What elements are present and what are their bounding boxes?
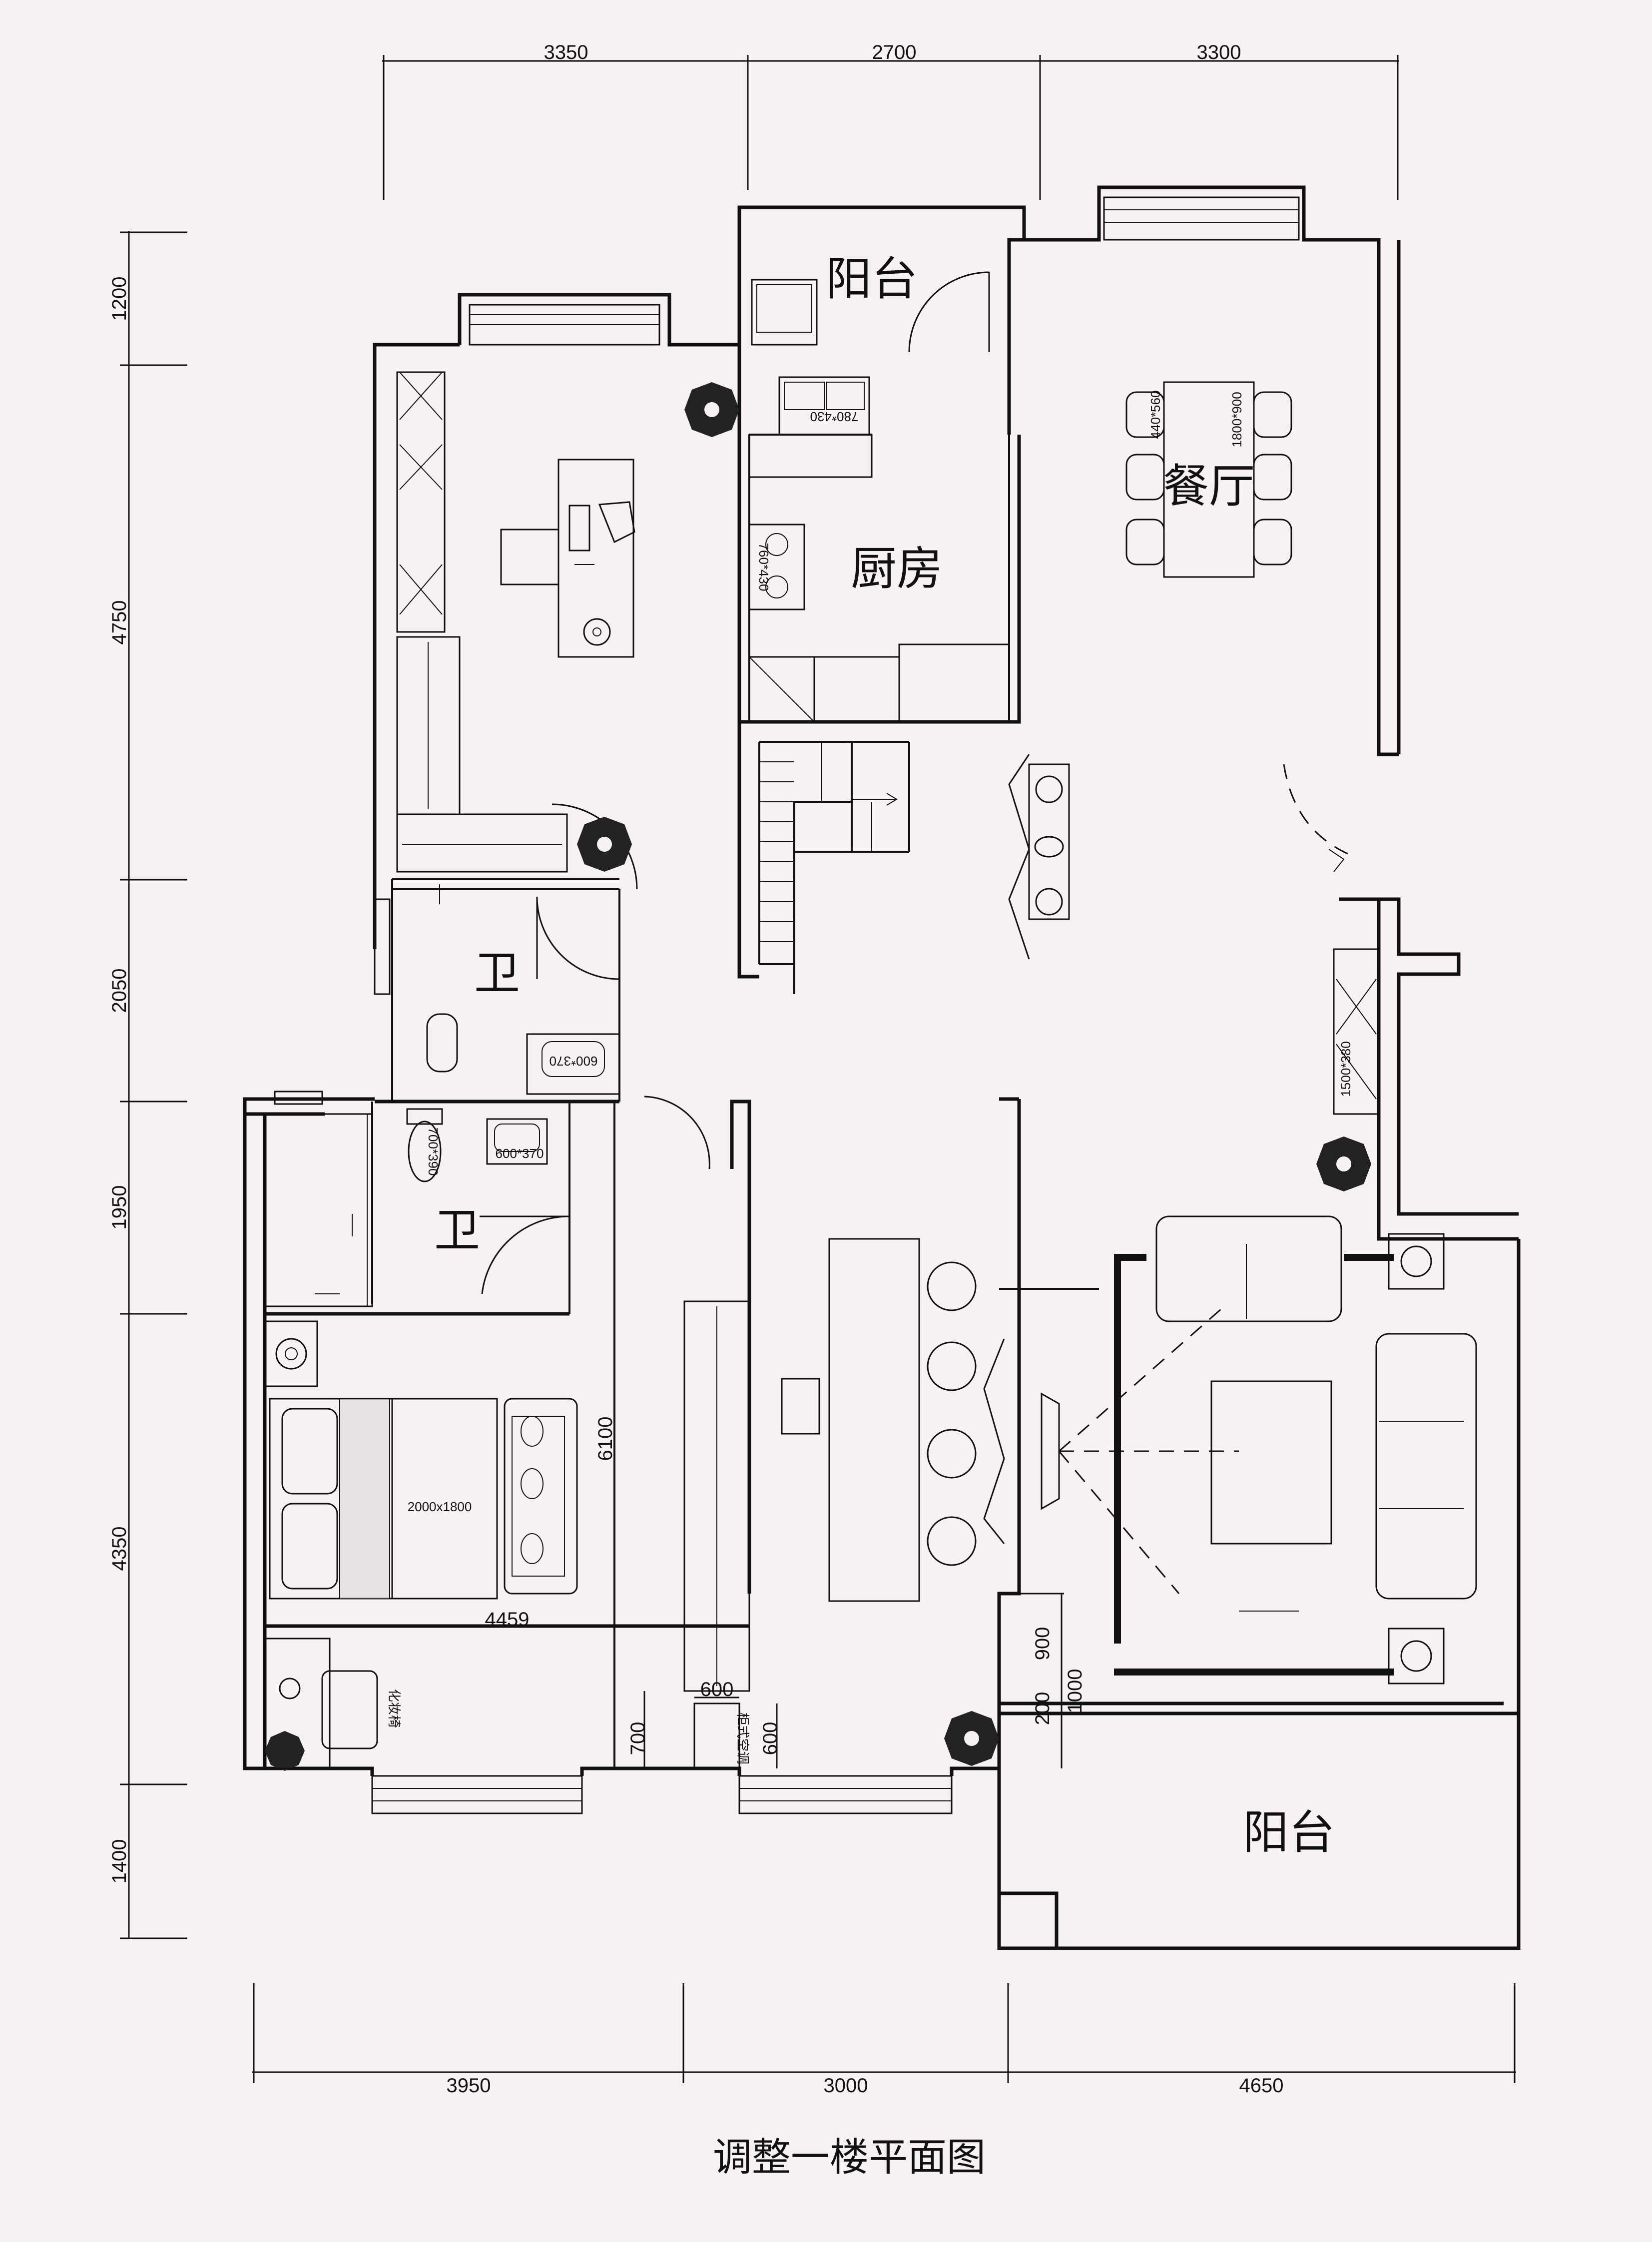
vanity <box>264 1638 378 1769</box>
dim-top-3: 3300 <box>1197 41 1241 63</box>
room-kitchen: 厨房 <box>851 542 943 595</box>
study-desk <box>500 459 635 658</box>
dim-left-4: 1950 <box>108 1185 130 1230</box>
plan-title: 调整一楼平面图 <box>713 2135 986 2180</box>
toilet-label: 700*390 <box>426 1127 441 1176</box>
room-balcony-bottom: 阳台 <box>1243 1806 1335 1859</box>
windows <box>274 196 1300 1814</box>
dim-200: 200 <box>1032 1692 1054 1725</box>
dim-bottom-1: 3950 <box>447 2075 491 2097</box>
entry-cabinet <box>1333 948 1380 1115</box>
dim-left-1: 1200 <box>108 277 130 321</box>
bathroom-lower-fixtures <box>264 1108 548 1307</box>
cabinet-label: 1500*380 <box>1338 1041 1353 1097</box>
room-dining: 餐厅 <box>1163 460 1255 513</box>
dim-bottom-3: 4650 <box>1239 2075 1284 2097</box>
ac-dimension-ticks <box>643 1593 1064 1768</box>
bar-counter <box>781 1238 1005 1602</box>
dim-left-6: 1400 <box>108 1839 130 1884</box>
dim-bottom-2: 3000 <box>824 2075 868 2097</box>
dim-1000: 1000 <box>1064 1669 1086 1713</box>
stove-label: 760*430 <box>756 543 771 591</box>
wardrobe-height-label: 6100 <box>594 1417 616 1461</box>
dimension-lines <box>120 55 1516 2083</box>
room-bath-upper: 卫 <box>474 947 520 1000</box>
dining-set <box>1125 381 1292 578</box>
dim-left-2: 4750 <box>108 600 130 645</box>
doors <box>480 271 1349 1294</box>
room-bath-lower: 卫 <box>434 1204 480 1257</box>
vanity-chair-label: 化妆椅 <box>387 1689 402 1728</box>
sink-label: 780*430 <box>810 409 859 424</box>
basin-upper-label: 600*370 <box>550 1054 598 1069</box>
staircase <box>759 742 898 942</box>
ac-label: 柜式空调 <box>735 1712 750 1764</box>
living-room-set <box>1041 1215 1477 1684</box>
basin-lower-label: 600*370 <box>496 1146 544 1161</box>
potted-plants <box>265 382 1371 1771</box>
hall-wardrobe <box>683 1300 750 1769</box>
dim-900: 900 <box>1032 1627 1054 1661</box>
dim-left-5: 4350 <box>108 1527 130 1571</box>
bedroom-width-label: 4459 <box>485 1609 530 1631</box>
dim-left-3: 2050 <box>108 969 130 1013</box>
kitchen-fixtures <box>748 376 1010 723</box>
dim-top-1: 3350 <box>544 41 588 63</box>
hall-console <box>1008 754 1070 960</box>
room-balcony-top: 阳台 <box>826 252 918 306</box>
bathroom-upper-fixtures <box>426 884 620 1095</box>
bed-size-label: 2000x1800 <box>408 1499 472 1514</box>
washing-machine <box>751 279 818 346</box>
master-bed <box>264 1320 578 1600</box>
dim-600-b: 600 <box>759 1722 781 1755</box>
dining-table-label: 1800*900 <box>1229 392 1244 447</box>
chair-label: 440*560 <box>1148 391 1163 439</box>
study-wardrobe <box>396 371 568 873</box>
dim-top-2: 2700 <box>872 41 917 63</box>
dim-700: 700 <box>627 1722 649 1755</box>
